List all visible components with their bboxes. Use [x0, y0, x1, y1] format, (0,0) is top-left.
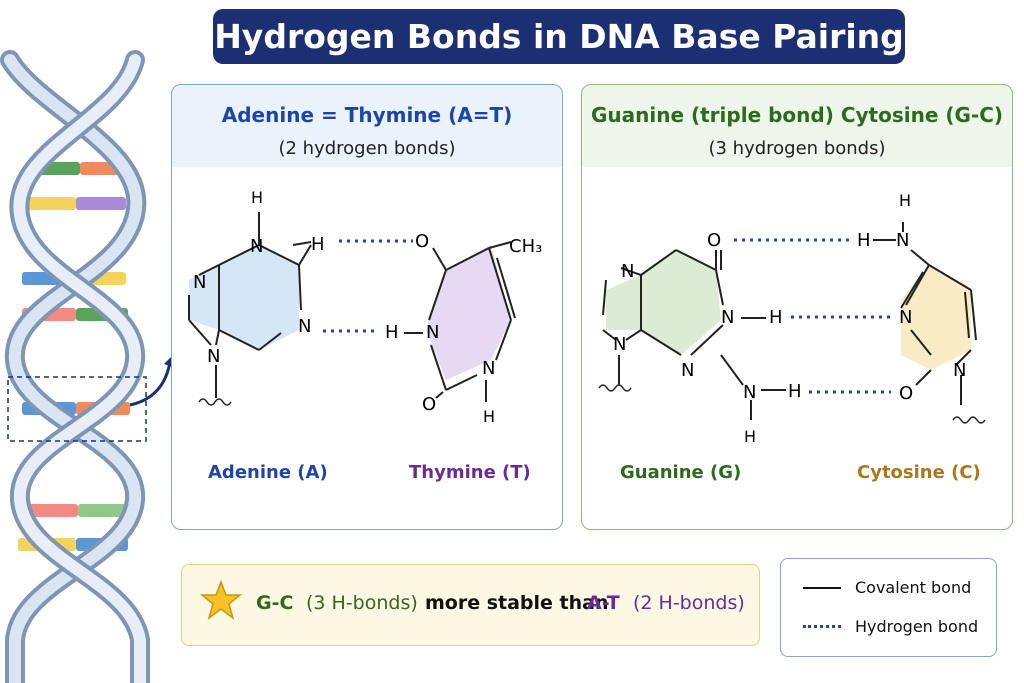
svg-text:H: H — [385, 322, 399, 343]
svg-text:N: N — [193, 272, 206, 293]
svg-text:N: N — [896, 230, 909, 251]
svg-text:O: O — [422, 394, 436, 415]
svg-text:H: H — [899, 191, 911, 210]
dna-helix-icon — [0, 50, 150, 683]
panel-subheading: (2 hydrogen bonds) — [278, 138, 456, 159]
svg-text:H: H — [744, 427, 756, 446]
svg-text:N: N — [899, 307, 912, 328]
svg-text:N: N — [207, 346, 220, 367]
gc-bond-count: (3 H-bonds) — [306, 592, 418, 614]
svg-text:H: H — [788, 381, 802, 402]
svg-text:N: N — [721, 307, 734, 328]
svg-text:N: N — [621, 261, 634, 282]
thymine-label: Thymine (T) — [409, 462, 531, 483]
methyl-group: CH₃ — [509, 236, 542, 257]
thymine-ring — [426, 245, 511, 380]
svg-text:N: N — [426, 322, 439, 343]
svg-text:H: H — [483, 407, 495, 426]
svg-text:O: O — [899, 383, 913, 404]
svg-text:N: N — [743, 382, 756, 403]
legend-hydrogen: Hydrogen bond — [855, 617, 979, 636]
stability-note: G-C (3 H-bonds) more stable than A-T (2 … — [181, 564, 760, 646]
svg-text:H: H — [857, 230, 871, 251]
star-icon — [200, 580, 242, 620]
svg-text:N: N — [298, 316, 311, 337]
svg-text:O: O — [415, 231, 429, 252]
hydrogen-bond-swatch — [803, 625, 841, 628]
panel-subheading: (3 hydrogen bonds) — [708, 138, 886, 159]
cytosine-ring — [901, 265, 971, 370]
cytosine-label: Cytosine (C) — [857, 462, 981, 483]
panel-heading: Guanine (triple bond) Cytosine (G-C) — [590, 103, 1004, 127]
legend: Covalent bond Hydrogen bond — [780, 558, 997, 657]
svg-text:N: N — [250, 236, 263, 257]
svg-text:N: N — [613, 334, 626, 355]
comparison-text: more stable than — [425, 592, 609, 614]
panel-heading: Adenine = Thymine (A=T) — [221, 103, 513, 127]
svg-text:H: H — [311, 234, 325, 255]
atom-h: H — [251, 188, 263, 207]
svg-text:N: N — [482, 358, 495, 379]
adenine-ring — [219, 245, 299, 350]
at-pair-label: A-T — [587, 592, 620, 614]
base-pair-rungs — [18, 162, 130, 551]
legend-covalent: Covalent bond — [855, 578, 972, 597]
adenine-label: Adenine (A) — [208, 462, 328, 483]
adenine-thymine-structure: H N H N N N O CH₃ H N N O H — [188, 188, 542, 426]
guanine-label: Guanine (G) — [620, 462, 742, 483]
svg-text:N: N — [681, 360, 694, 381]
page-title: Hydrogen Bonds in DNA Base Pairing — [213, 9, 905, 64]
guanine-cytosine-structure: O N N H N N N H H H N H N O N — [598, 191, 986, 446]
svg-text:N: N — [953, 360, 966, 381]
guanine-ring — [641, 250, 721, 355]
at-bond-count: (2 H-bonds) — [633, 592, 745, 614]
covalent-bond-swatch — [803, 587, 841, 589]
svg-text:O: O — [707, 230, 721, 251]
svg-text:H: H — [769, 307, 783, 328]
gc-pair-label: G-C — [256, 592, 294, 614]
